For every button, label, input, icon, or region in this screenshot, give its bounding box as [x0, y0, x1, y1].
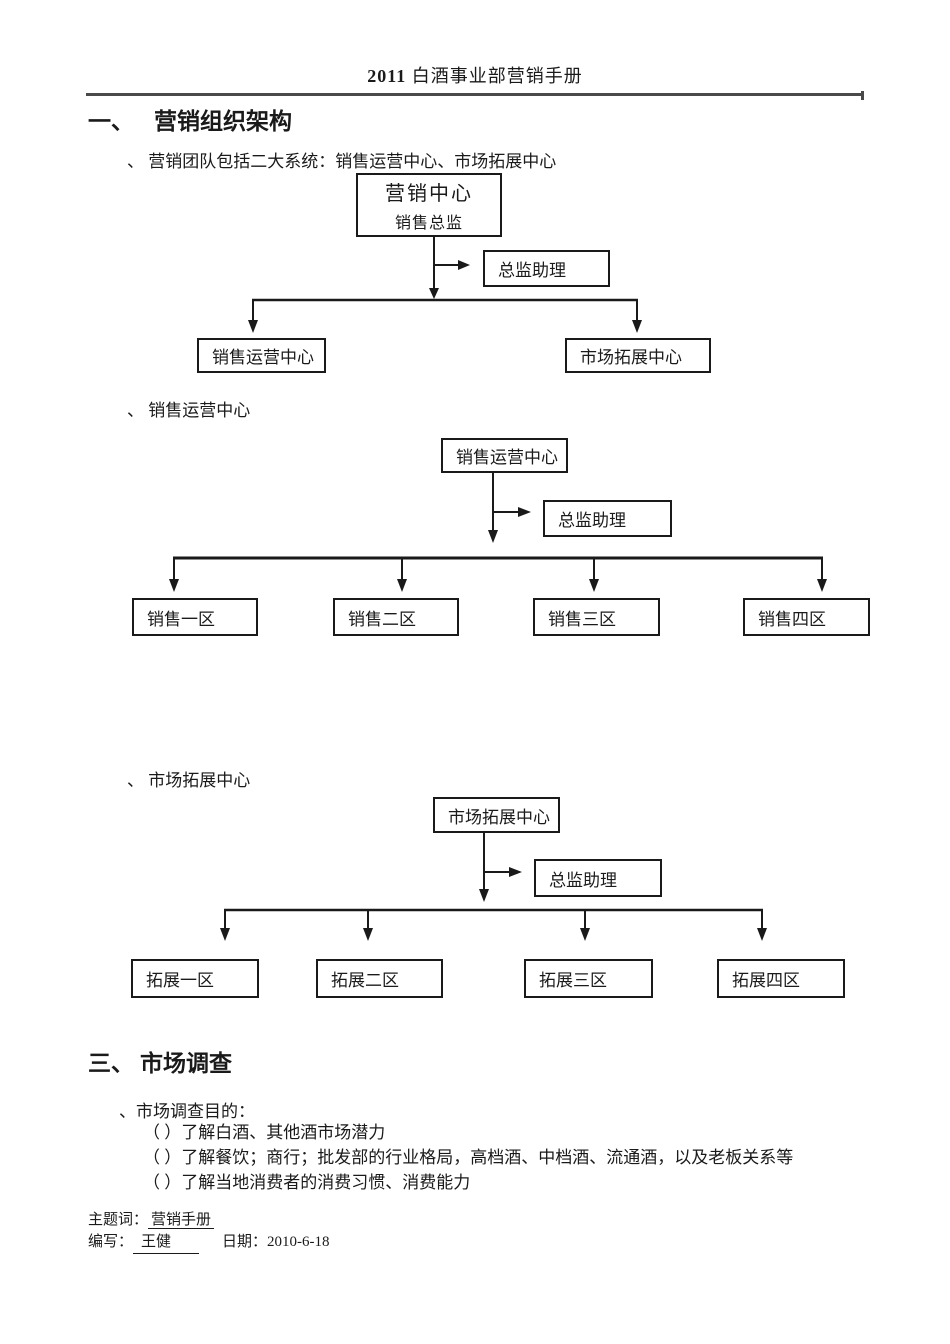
org-node-label: 销售运营中心 [212, 348, 314, 367]
org-node-marketing-center-line2: 销售总监 [394, 215, 463, 232]
org-node-label: 拓展三区 [539, 971, 607, 990]
org-node-market-expansion-center: 市场拓展中心 [565, 338, 711, 373]
page-title-text: 白酒事业部营销手册 [406, 66, 583, 86]
footer-subject-row: 主题词：营销手册 [88, 1209, 330, 1231]
date-value: 2010-6-18 [267, 1234, 330, 1250]
org-node-sales-district-3: 销售三区 [533, 598, 660, 636]
org-node-label: 市场拓展中心 [448, 807, 550, 827]
org-node-label: 拓展一区 [146, 971, 214, 990]
org-node-label: 总监助理 [549, 870, 617, 890]
list-item: （ ）了解白酒、其他酒市场潜力 [143, 1123, 386, 1142]
date-label: 日期： [222, 1234, 268, 1250]
page-title: 2011 白酒事业部营销手册 [0, 62, 950, 88]
author-label: 编写： [88, 1234, 134, 1250]
org-node-sales-district-1: 销售一区 [132, 598, 258, 636]
header-rule-tick [861, 91, 864, 100]
org-node-expansion-district-1: 拓展一区 [131, 959, 259, 998]
section1-number: 一、 [88, 108, 134, 134]
org-node-label: 销售一区 [147, 609, 215, 629]
org-node-expansion-district-2: 拓展二区 [316, 959, 443, 998]
org-node-sales-district-2: 销售二区 [333, 598, 459, 636]
section3-title: 市场调查 [140, 1050, 232, 1076]
page-title-year: 2011 [367, 66, 407, 86]
org-node-label: 市场拓展中心 [580, 348, 682, 367]
org-node-marketing-center: 营销中心 销售总监 [356, 173, 502, 237]
org-node-sales-operations-center: 销售运营中心 [197, 338, 326, 373]
org-node-label: 总监助理 [498, 261, 566, 280]
chart3-connectors [220, 833, 767, 941]
org-node-market-expansion-root: 市场拓展中心 [433, 797, 560, 833]
author-value: 王健 [133, 1231, 200, 1254]
org-node-label: 销售二区 [348, 609, 416, 629]
list-item: （ ）了解餐饮；商行；批发部的行业格局，高档酒、中档酒、流通酒，以及老板关系等 [143, 1148, 794, 1167]
header-rule [86, 93, 862, 96]
org-node-label: 销售运营中心 [456, 448, 558, 467]
chart3-label: 、 市场拓展中心 [127, 771, 251, 790]
org-node-director-assistant-1: 总监助理 [483, 250, 610, 287]
list-item: （ ）了解当地消费者的消费习惯、消费能力 [143, 1173, 471, 1192]
org-node-marketing-center-line1: 营销中心 [385, 183, 473, 205]
org-node-sales-district-4: 销售四区 [743, 598, 870, 636]
footer-author-row: 编写：王健 日期：2010-6-18 [88, 1231, 330, 1254]
section3-heading: 三、市场调查 [88, 1044, 232, 1078]
section1-heading: 一、营销组织架构 [88, 102, 292, 136]
org-node-expansion-district-3: 拓展三区 [524, 959, 653, 998]
org-node-label: 拓展四区 [732, 971, 800, 990]
subject-value: 营销手册 [148, 1212, 215, 1229]
org-node-director-assistant-3: 总监助理 [534, 859, 662, 897]
org-node-sales-operations-root: 销售运营中心 [441, 438, 568, 473]
org-node-label: 销售三区 [548, 609, 616, 629]
chart2-label: 、 销售运营中心 [127, 401, 251, 420]
subject-label: 主题词： [88, 1212, 149, 1228]
org-node-director-assistant-2: 总监助理 [543, 500, 672, 537]
chart2-connectors [169, 473, 827, 592]
section3-subheading: 、市场调查目的： [119, 1102, 255, 1121]
org-node-label: 销售四区 [758, 609, 826, 629]
section3-number: 三、 [88, 1050, 134, 1076]
section1-title: 营销组织架构 [154, 108, 292, 134]
org-node-label: 拓展二区 [331, 971, 399, 990]
org-node-expansion-district-4: 拓展四区 [717, 959, 845, 998]
document-footer: 主题词：营销手册 编写：王健 日期：2010-6-18 [88, 1209, 330, 1254]
section1-intro: 、 营销团队包括二大系统：销售运营中心、市场拓展中心 [127, 152, 557, 171]
org-node-label: 总监助理 [558, 511, 626, 530]
survey-purpose-list: （ ）了解白酒、其他酒市场潜力 （ ）了解餐饮；商行；批发部的行业格局，高档酒、… [143, 1120, 913, 1195]
